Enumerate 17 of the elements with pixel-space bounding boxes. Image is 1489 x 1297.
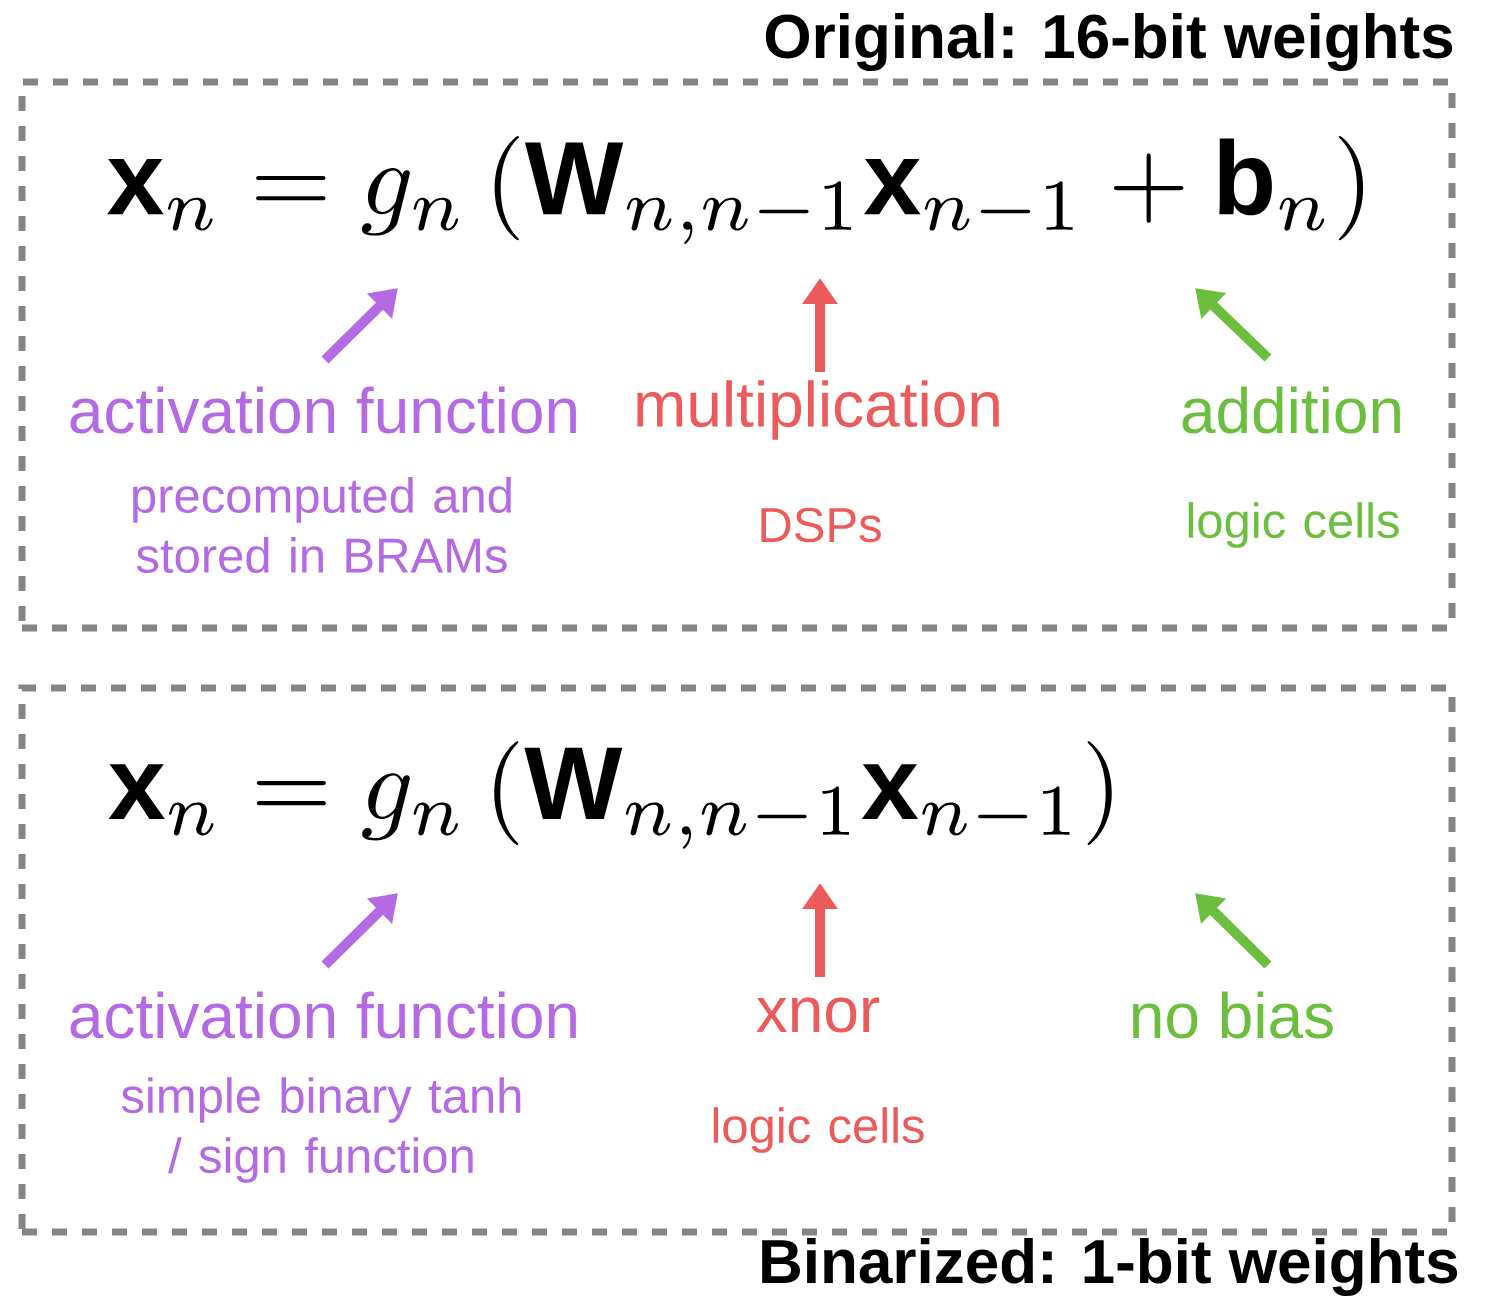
resource-note: DSPs xyxy=(761,507,881,543)
arrow xyxy=(321,893,398,969)
hardware-label: no bias xyxy=(1133,991,1333,1039)
hardware-label: addition xyxy=(1182,386,1400,434)
equation: $\mathbf{x}_n = g_n\left(\mathbf{W}_{n,n-1}\mathbf{x}_{n-1} + \mathbf{b}_n\right)$ xyxy=(107,135,1364,244)
hardware-label: activation function xyxy=(70,991,576,1039)
resource-note: logic cells xyxy=(713,1107,924,1153)
resource-note: precomputed and stored in BRAMs xyxy=(133,477,511,573)
resource-note: logic cells xyxy=(1188,502,1399,548)
arrow xyxy=(321,288,398,364)
hardware-label: multiplication xyxy=(637,380,999,440)
equation: $\mathbf{x}_n = g_n\left(\mathbf{W}_{n,n-1}\mathbf{x}_{n-1}\right)$ xyxy=(108,741,1112,849)
resource-note: simple binary tanh / sign function xyxy=(121,1077,521,1183)
panel-title: Original: 16-bit weights xyxy=(765,12,1453,72)
hardware-label: activation function xyxy=(70,386,576,434)
hardware-label: xnor xyxy=(756,997,880,1033)
panel-title: Binarized: 1-bit weights xyxy=(762,1237,1458,1297)
